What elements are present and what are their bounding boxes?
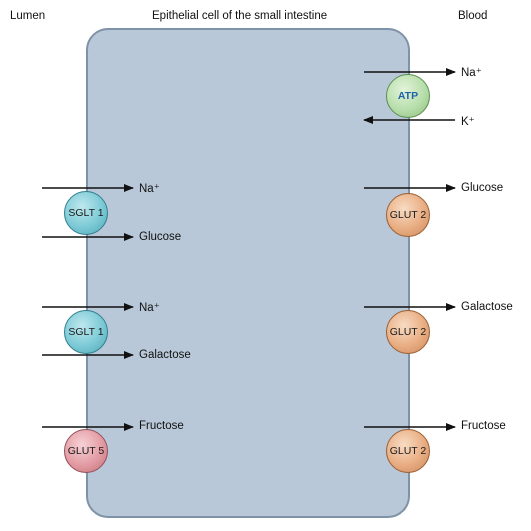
glut2-transporter-galactose: GLUT 2 (386, 310, 430, 354)
blood-header: Blood (458, 10, 488, 22)
fructose-label-lumen: Fructose (139, 420, 184, 432)
atp-pump: ATP (386, 74, 430, 118)
k-label-blood: K⁺ (461, 116, 475, 128)
fructose-label-blood: Fructose (461, 420, 506, 432)
lumen-header: Lumen (10, 10, 46, 22)
glucose-label-lumen: Glucose (139, 231, 182, 243)
cell-header: Epithelial cell of the small intestine (152, 10, 328, 22)
na-label-sglt1-a: Na⁺ (139, 183, 160, 195)
na-label-blood: Na⁺ (461, 67, 482, 79)
epithelial-cell (86, 28, 410, 518)
sglt1-transporter-glucose: SGLT 1 (64, 191, 108, 235)
glut2-transporter-glucose: GLUT 2 (386, 193, 430, 237)
galactose-label-lumen: Galactose (139, 349, 191, 361)
glut5-transporter: GLUT 5 (64, 429, 108, 473)
na-label-sglt1-b: Na⁺ (139, 302, 160, 314)
glut2-transporter-fructose: GLUT 2 (386, 429, 430, 473)
galactose-label-blood: Galactose (461, 301, 513, 313)
glucose-label-blood: Glucose (461, 182, 504, 194)
sglt1-transporter-galactose: SGLT 1 (64, 310, 108, 354)
